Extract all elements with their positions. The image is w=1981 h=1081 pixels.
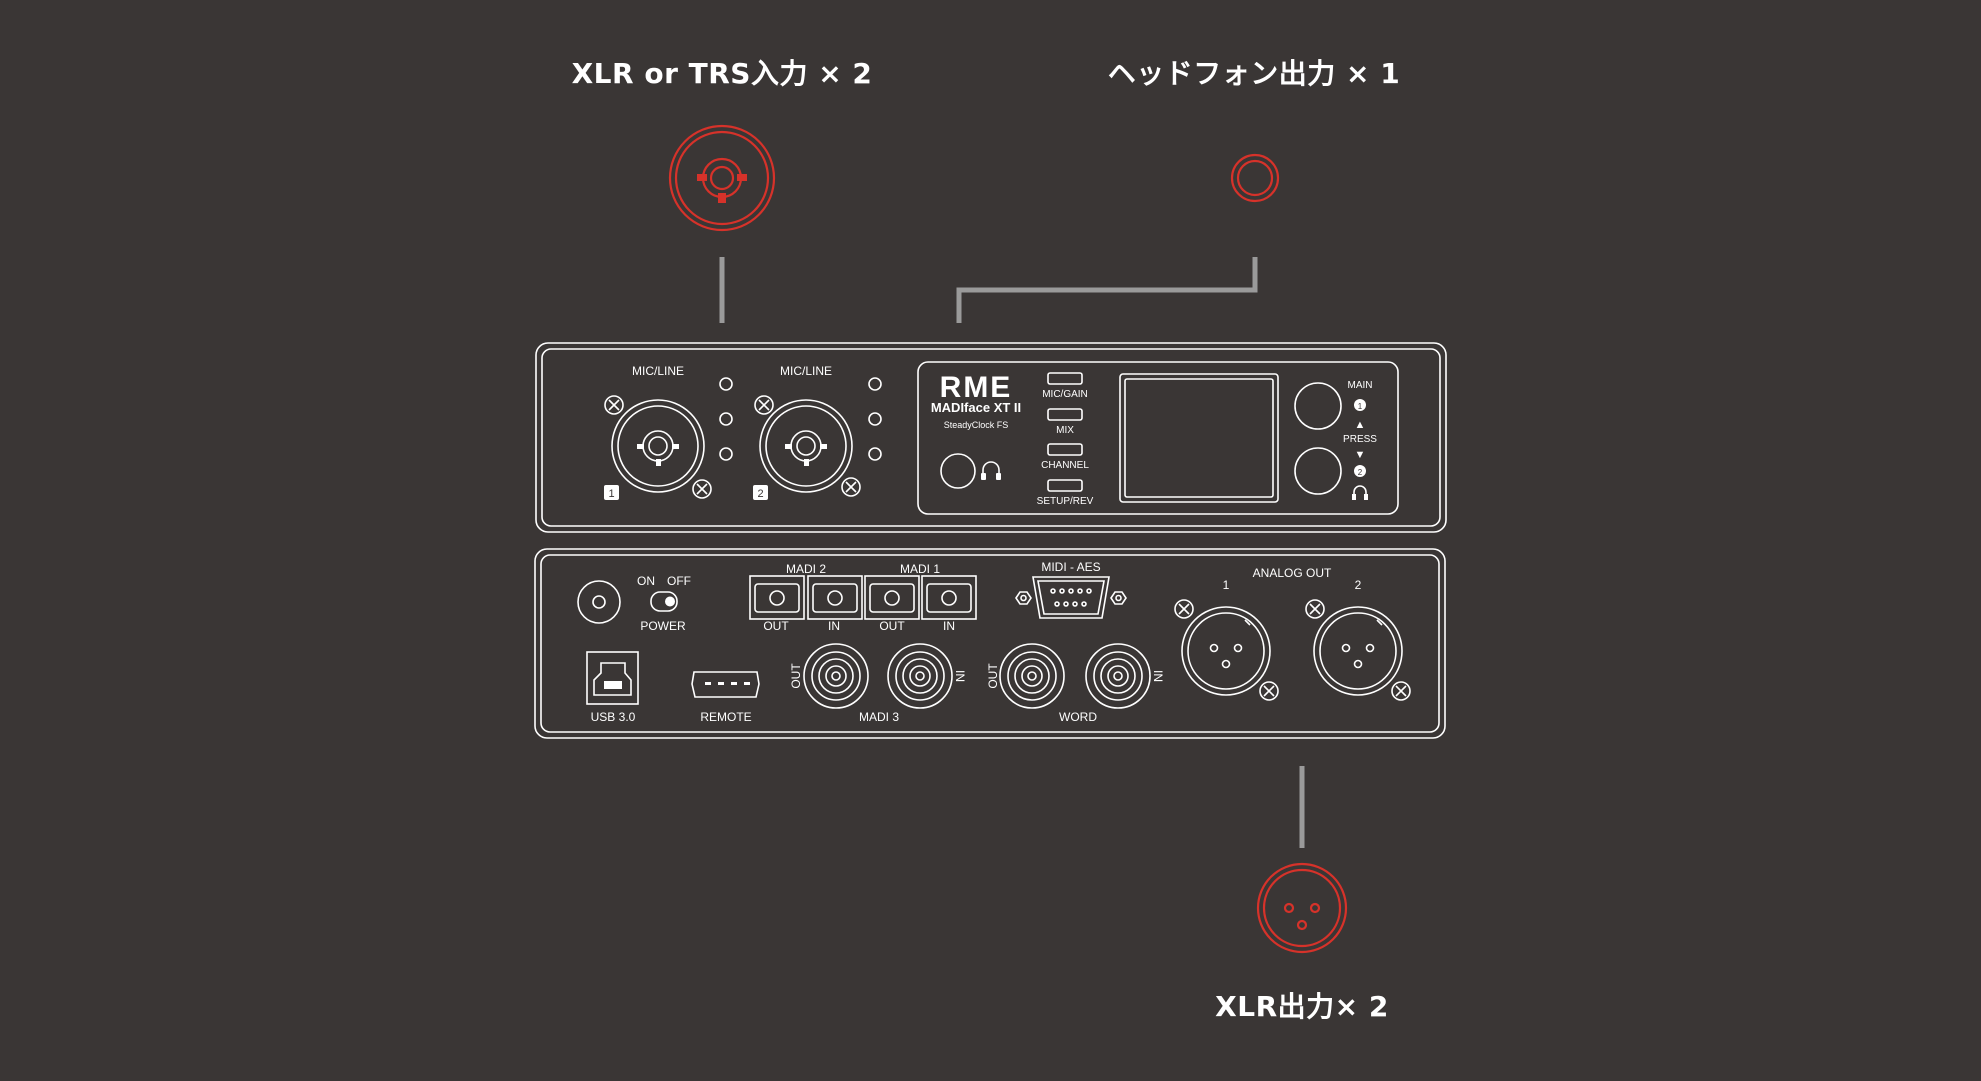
screw-icon: [754, 395, 861, 497]
power-label: POWER: [640, 619, 686, 633]
remote-port[interactable]: [691, 671, 760, 698]
callout-headphone: ヘッドフォン出力 × 1: [1107, 57, 1401, 90]
remote-label: REMOTE: [700, 710, 751, 724]
madi3-in-bnc[interactable]: [887, 643, 953, 709]
headphone-icon: [981, 461, 1001, 480]
control-section: [917, 361, 1399, 515]
screw-icon: [604, 395, 712, 499]
callout-input: XLR or TRS入力 × 2: [571, 57, 873, 90]
encoder-knob-2[interactable]: [1294, 447, 1342, 495]
down-arrow: ▼: [1355, 449, 1366, 461]
off-label: OFF: [667, 574, 691, 588]
madi-port-label-1: OUT: [763, 619, 789, 633]
word-in-bnc[interactable]: [1085, 643, 1151, 709]
knob-2-badge: [1354, 465, 1366, 477]
brand-logo: RME: [940, 371, 1013, 404]
midi-aes-dsub-port[interactable]: [1032, 576, 1110, 619]
level-leds-1: [719, 377, 733, 461]
mic-line-label-1: MIC/LINE: [632, 364, 684, 378]
word-out-bnc[interactable]: [999, 643, 1065, 709]
analog-out-label: ANALOG OUT: [1253, 566, 1332, 580]
channel-number-1: 1: [608, 488, 614, 500]
madi3-out-label: OUT: [789, 663, 803, 689]
word-out-label: OUT: [986, 663, 1000, 689]
mic-line-label-2: MIC/LINE: [780, 364, 832, 378]
dc-power-jack[interactable]: [577, 580, 621, 624]
hex-screw-icon: [1015, 591, 1127, 605]
madi3-in-label: IN: [953, 670, 967, 682]
mix-label: MIX: [1056, 425, 1074, 436]
usb-port[interactable]: [586, 651, 639, 705]
mix-button[interactable]: [1047, 408, 1083, 421]
madi3-out-bnc[interactable]: [803, 643, 869, 709]
encoder-knob-1[interactable]: [1294, 382, 1342, 430]
channel-button[interactable]: [1047, 443, 1083, 456]
on-label: ON: [637, 574, 655, 588]
headphone-small-icon: [1352, 485, 1368, 500]
power-switch[interactable]: [650, 591, 678, 612]
channel-label: CHANNEL: [1041, 460, 1089, 471]
madi2-in-port[interactable]: [807, 575, 863, 620]
headphone-jack[interactable]: [940, 453, 976, 489]
callout-xlr-out: XLR出力× 2: [1215, 990, 1389, 1023]
mic-gain-button[interactable]: [1047, 372, 1083, 385]
word-in-label: IN: [1151, 670, 1165, 682]
madi-port-label-4: IN: [943, 619, 955, 633]
analog-out-2-xlr[interactable]: [1313, 606, 1403, 696]
word-label: WORD: [1059, 710, 1097, 724]
channel-badge-2: [753, 485, 768, 500]
madi3-label: MADI 3: [859, 710, 899, 724]
usb-label: USB 3.0: [591, 710, 636, 724]
analog-out-2-label: 2: [1355, 578, 1362, 592]
analog-out-1-label: 1: [1223, 578, 1230, 592]
model-name: MADIface XT II: [931, 400, 1021, 415]
setup-rev-button[interactable]: [1047, 479, 1083, 492]
screw-icon: [1174, 599, 1411, 701]
analog-out-1-xlr[interactable]: [1181, 606, 1271, 696]
madi1-in-port[interactable]: [921, 575, 977, 620]
rear-panel: ON OFF POWER USB 3.0 REMOTE: [534, 548, 1446, 739]
combo-input-2[interactable]: [759, 399, 853, 493]
madi1-out-port[interactable]: [864, 575, 920, 620]
madi-port-label-3: OUT: [879, 619, 905, 633]
madi-port-label-2: IN: [828, 619, 840, 633]
connector-lines: [719, 257, 1305, 848]
main-label: MAIN: [1348, 380, 1373, 391]
channel-badge-1: [604, 485, 619, 500]
clock-label: SteadyClock FS: [944, 420, 1009, 430]
knob-1-badge: [1354, 399, 1366, 411]
madi1-label: MADI 1: [900, 562, 940, 576]
madi2-label: MADI 2: [786, 562, 826, 576]
setup-rev-label: SETUP/REV: [1037, 496, 1094, 507]
xlr-male-output-icon: [1256, 862, 1348, 954]
display-screen: [1119, 373, 1279, 503]
midi-aes-label: MIDI - AES: [1041, 560, 1100, 574]
headphone-jack-icon: [1230, 153, 1280, 203]
knob-2-number: 2: [1358, 468, 1363, 477]
level-leds-2: [868, 377, 882, 461]
combo-input-1[interactable]: [611, 399, 705, 493]
front-panel: MIC/LINE 1: [535, 342, 1447, 533]
press-label: PRESS: [1343, 434, 1377, 445]
up-arrow: ▲: [1355, 419, 1366, 431]
madi2-out-port[interactable]: [749, 575, 805, 620]
channel-number-2: 2: [757, 488, 763, 500]
mic-gain-label: MIC/GAIN: [1042, 389, 1088, 400]
knob-1-number: 1: [1358, 402, 1363, 411]
xlr-combo-input-icon: [668, 124, 776, 232]
